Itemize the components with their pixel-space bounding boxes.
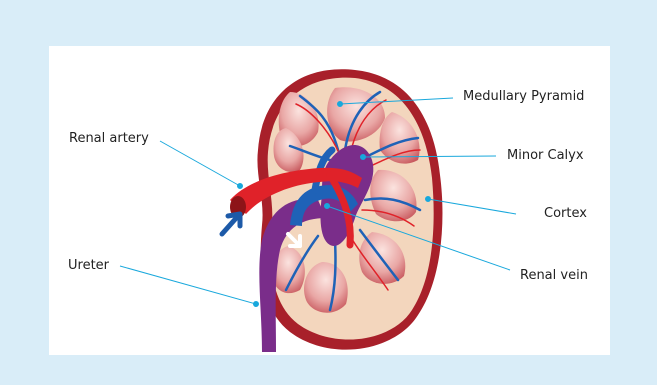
label-renal-artery: Renal artery: [69, 131, 149, 147]
label-medullary-pyramid: Medullary Pyramid: [463, 89, 584, 105]
leader-line-renal-artery: [160, 141, 240, 186]
label-renal-vein: Renal vein: [520, 268, 588, 284]
arrow-blood-in: [222, 214, 240, 234]
leader-line-ureter: [120, 266, 256, 304]
label-minor-calyx: Minor Calyx: [507, 148, 584, 164]
label-cortex: Cortex: [544, 206, 587, 222]
label-ureter: Ureter: [68, 258, 109, 274]
